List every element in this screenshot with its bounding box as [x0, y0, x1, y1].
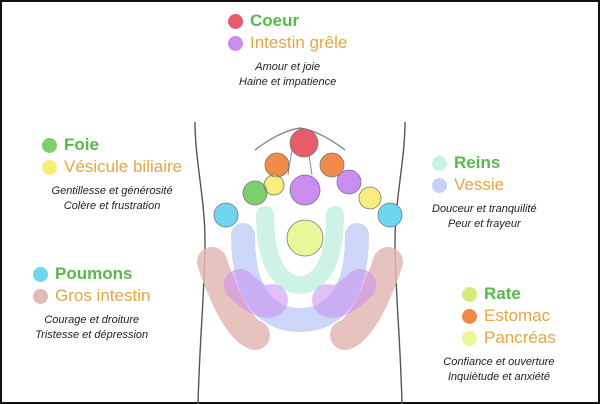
- heart-point: [290, 129, 318, 157]
- pancreas-point: [287, 220, 323, 256]
- small-intestine-point: [290, 175, 320, 205]
- organ-row: Coeur: [228, 10, 347, 32]
- emotion-negative: Tristesse et dépression: [35, 329, 149, 341]
- emotion-positive: Douceur et tranquilité: [432, 203, 537, 215]
- emotions-foie: Gentillesse et générosité Colère et frus…: [42, 184, 182, 214]
- emotions-coeur: Amour et joie Haine et impatience: [228, 60, 347, 90]
- torso-outline: [394, 121, 406, 404]
- heart-dot-icon: [228, 13, 243, 29]
- emotion-negative: Haine et impatience: [239, 76, 337, 88]
- organ-label-poumons: Poumons: [55, 264, 133, 283]
- organ-row: Vessie: [432, 174, 537, 196]
- emotion-positive: Gentillesse et générosité: [51, 185, 173, 197]
- bladder-dot-icon: [432, 177, 447, 193]
- large-intestine-left: [197, 247, 270, 350]
- organ-row: Gros intestin: [33, 285, 150, 307]
- stomach-point: [320, 153, 344, 177]
- organ-row: Poumons: [33, 263, 150, 285]
- small-intestine-right: [312, 269, 376, 318]
- organ-label-intestin-grele: Intestin grêle: [250, 33, 348, 52]
- liver-point: [243, 181, 267, 205]
- neck-outline: [254, 127, 346, 151]
- group-poumons: Poumons Gros intestin Courage et droitur…: [33, 263, 150, 343]
- liver-dot-icon: [42, 137, 57, 153]
- emotions-poumons: Courage et droiture Tristesse et dépress…: [33, 313, 150, 343]
- small-intestine-dot-icon: [228, 35, 243, 51]
- gallbladder-point: [264, 175, 284, 195]
- large-intestine-right: [330, 247, 403, 350]
- emotions-rate: Confiance et ouverture Inquiètude et anx…: [442, 355, 556, 385]
- small-intestine-left: [224, 269, 288, 318]
- group-coeur: Coeur Intestin grêle Amour et joie Haine…: [228, 10, 347, 90]
- emotion-positive: Confiance et ouverture: [443, 356, 555, 368]
- organ-label-vesicule: Vésicule biliaire: [64, 157, 183, 176]
- emotions-reins: Douceur et tranquilité Peur et frayeur: [432, 202, 537, 232]
- lungs-dot-icon: [33, 266, 48, 282]
- organ-label-pancreas: Pancréas: [484, 328, 556, 347]
- emotion-negative: Colère et frustration: [63, 200, 161, 212]
- organ-label-vessie: Vessie: [454, 175, 505, 194]
- gallbladder-dot-icon: [42, 159, 57, 175]
- small-intestine-point: [337, 170, 361, 194]
- organ-row: Reins: [432, 152, 537, 174]
- spleen-dot-icon: [462, 286, 477, 302]
- lung-point: [378, 203, 402, 227]
- organ-label-gros-intestin: Gros intestin: [55, 286, 151, 305]
- torso-outline: [194, 121, 206, 404]
- emotion-positive: Amour et joie: [255, 61, 321, 73]
- group-reins: Reins Vessie Douceur et tranquilité Peur…: [432, 152, 537, 232]
- small-intestine-arc: [256, 206, 344, 295]
- large-intestine-dot-icon: [33, 288, 48, 304]
- lung-point: [214, 203, 238, 227]
- kidney-dot-icon: [432, 155, 447, 171]
- organ-row: Vésicule biliaire: [42, 156, 182, 178]
- organ-row: Pancréas: [462, 327, 556, 349]
- organ-row: Intestin grêle: [228, 32, 347, 54]
- group-rate: Rate Estomac Pancréas Confiance et ouver…: [443, 283, 556, 385]
- emotion-positive: Courage et droiture: [44, 314, 140, 326]
- gallbladder-point: [359, 187, 381, 209]
- organ-label-estomac: Estomac: [484, 306, 551, 325]
- organ-label-rate: Rate: [484, 284, 521, 303]
- group-foie: Foie Vésicule biliaire Gentillesse et gé…: [42, 134, 182, 214]
- organ-row: Foie: [42, 134, 182, 156]
- stomach-point: [265, 153, 289, 177]
- pancreas-dot-icon: [462, 330, 477, 346]
- organ-label-reins: Reins: [454, 153, 501, 172]
- emotion-negative: Peur et frayeur: [447, 218, 521, 230]
- stomach-dot-icon: [462, 308, 477, 324]
- organ-row: Rate: [462, 283, 556, 305]
- organ-label-coeur: Coeur: [250, 11, 300, 30]
- organ-label-foie: Foie: [64, 135, 99, 154]
- emotion-negative: Inquiètude et anxiété: [447, 371, 550, 383]
- organ-row: Estomac: [462, 305, 556, 327]
